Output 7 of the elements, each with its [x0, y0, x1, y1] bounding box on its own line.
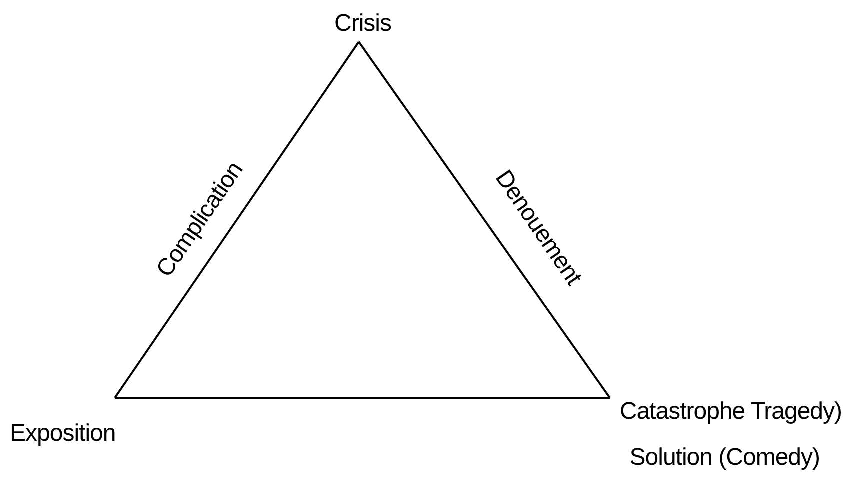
triangle-side — [358, 41, 611, 399]
vertex-label: Crisis — [334, 10, 392, 38]
vertex-label: Solution (Comedy) — [628, 444, 821, 472]
vertex-label: Exposition — [10, 420, 117, 448]
vertex-label: Catastrophe Tragedy) — [618, 398, 842, 426]
triangle-side — [115, 397, 610, 399]
triangle-side — [114, 41, 360, 399]
